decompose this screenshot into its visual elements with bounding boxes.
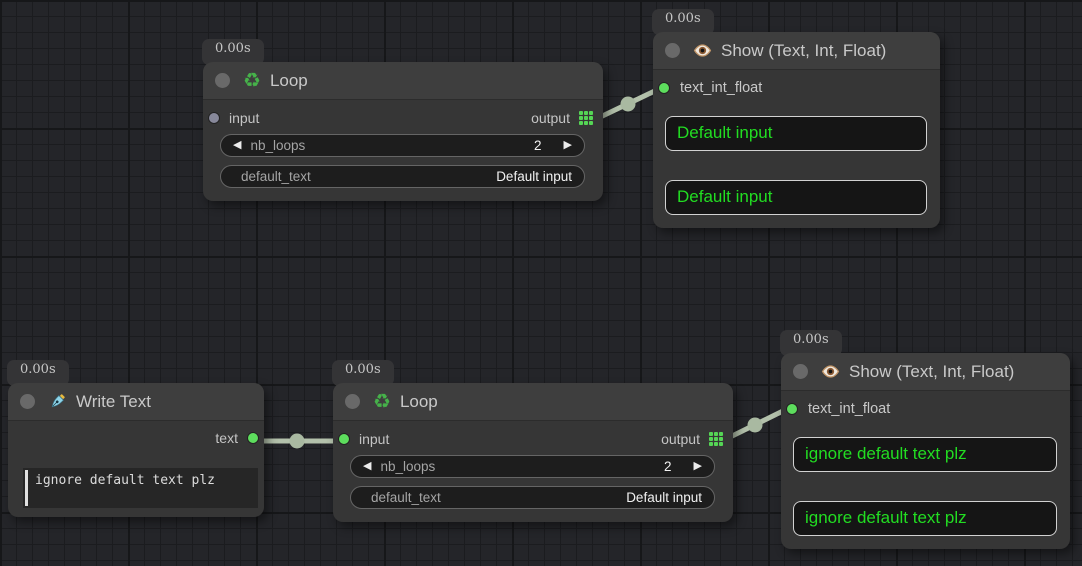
collapse-dot[interactable] (215, 73, 230, 88)
eye-icon (821, 362, 840, 381)
nb-loops-widget[interactable]: ◀ nb_loops 2 ▶ (220, 134, 585, 157)
timer-badge: 0.00s (202, 39, 264, 65)
grid-output-socket-icon[interactable] (579, 111, 593, 125)
text-cursor (25, 470, 28, 506)
default-text-widget[interactable]: default_text Default input (350, 486, 715, 509)
collapse-dot[interactable] (793, 364, 808, 379)
decrement-arrow-icon[interactable]: ◀ (233, 139, 242, 151)
grid-output-socket-icon[interactable] (709, 432, 723, 446)
show-text-box: Default input (665, 116, 927, 151)
widget-value[interactable]: 2 (534, 138, 542, 153)
recycle-icon: ♻ (243, 69, 261, 92)
collapse-dot[interactable] (20, 394, 35, 409)
node-show-bottom[interactable]: 0.00s Show (Text, Int, Float) text_int_f… (780, 330, 1070, 549)
widget-label: default_text (241, 169, 311, 184)
pen-icon (48, 392, 67, 411)
nb-loops-widget[interactable]: ◀ nb_loops 2 ▶ (350, 455, 715, 478)
collapse-dot[interactable] (665, 43, 680, 58)
output-label: output (661, 431, 700, 447)
input-socket[interactable] (208, 112, 220, 124)
input-label: input (359, 431, 390, 447)
node-header[interactable]: ♻ Loop (333, 383, 733, 421)
node-title: Show (Text, Int, Float) (721, 40, 887, 60)
node-loop-top[interactable]: 0.00s ♻ Loop input output ◀ nb_loops 2 ▶… (202, 39, 603, 201)
increment-arrow-icon[interactable]: ▶ (693, 460, 702, 472)
output-label: output (531, 110, 570, 126)
widget-label: nb_loops (380, 459, 436, 474)
node-title: Loop (399, 391, 438, 411)
decrement-arrow-icon[interactable]: ◀ (363, 460, 372, 472)
output-socket[interactable] (247, 432, 259, 444)
timer-badge: 0.00s (780, 330, 842, 356)
node-header[interactable]: Write Text (8, 383, 264, 421)
node-show-top[interactable]: 0.00s Show (Text, Int, Float) text_int_f… (652, 9, 940, 228)
timer-badge: 0.00s (7, 360, 69, 386)
node-title: Loop (269, 70, 308, 90)
textarea-text: ignore default text plz (35, 473, 216, 488)
node-header[interactable]: ♻ Loop (203, 62, 603, 100)
input-label: input (229, 110, 260, 126)
node-title: Write Text (76, 391, 151, 411)
timer-badge: 0.00s (332, 360, 394, 386)
widget-value[interactable]: 2 (664, 459, 672, 474)
input-label: text_int_float (808, 401, 891, 417)
input-socket[interactable] (786, 403, 798, 415)
widget-value[interactable]: Default input (496, 169, 572, 184)
widget-label: nb_loops (250, 138, 306, 153)
node-write-text[interactable]: 0.00s Write Text text ignore d (7, 360, 264, 517)
node-loop-bottom[interactable]: 0.00s ♻ Loop input output ◀ nb_loops 2 ▶… (332, 360, 733, 522)
show-text-box: ignore default text plz (793, 437, 1057, 472)
write-text-textarea[interactable]: ignore default text plz (23, 468, 258, 508)
default-text-widget[interactable]: default_text Default input (220, 165, 585, 188)
collapse-dot[interactable] (345, 394, 360, 409)
link-dot (747, 417, 763, 433)
link-dot (620, 96, 636, 112)
recycle-icon: ♻ (373, 390, 391, 413)
node-title: Show (Text, Int, Float) (849, 361, 1015, 381)
show-text-box: ignore default text plz (793, 501, 1057, 536)
widget-label: default_text (371, 490, 441, 505)
link-line (592, 85, 663, 123)
timer-badge: 0.00s (652, 9, 714, 35)
input-socket[interactable] (658, 82, 670, 94)
increment-arrow-icon[interactable]: ▶ (563, 139, 572, 151)
show-text-box: Default input (665, 180, 927, 215)
eye-icon (693, 41, 712, 60)
node-header[interactable]: Show (Text, Int, Float) (781, 353, 1070, 391)
node-header[interactable]: Show (Text, Int, Float) (653, 32, 940, 70)
widget-value[interactable]: Default input (626, 490, 702, 505)
link-dot (289, 433, 305, 449)
input-label: text_int_float (680, 80, 763, 96)
input-socket[interactable] (338, 433, 350, 445)
output-label: text (215, 430, 238, 446)
